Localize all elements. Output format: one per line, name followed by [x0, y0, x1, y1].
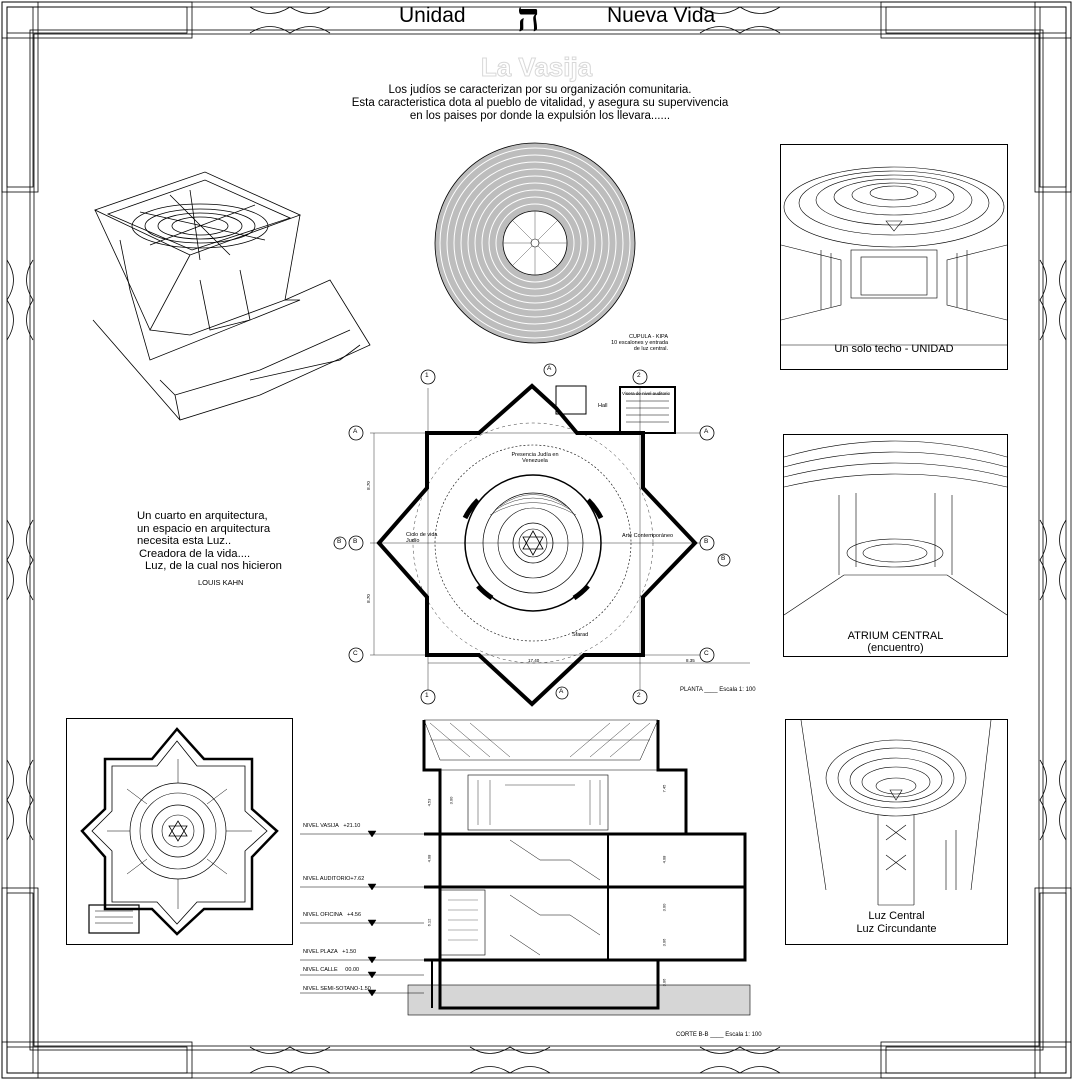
ghost-title: La Vasija	[480, 52, 593, 83]
grid-label-2-bottom: 2	[637, 692, 641, 699]
room-presence: Presencia Judía en Venezuela	[511, 452, 559, 464]
level-vasija: NIVEL VASIJA +21.10	[303, 823, 360, 829]
roof-plan-drawing	[80, 727, 279, 936]
grid-label-1-top: 1	[425, 372, 429, 379]
level-name: NIVEL VASIJA	[303, 823, 339, 829]
dome-caption-line: 10 escalones y entrada	[611, 340, 668, 346]
quote-line: Un cuarto en arquitectura,	[137, 510, 268, 522]
dome-caption-line: CUPULA - KIPA	[628, 334, 668, 340]
section-mark-b-right: B	[721, 555, 726, 562]
level-name: NIVEL SEMI-SOTANO	[303, 986, 359, 992]
dim-section: 7.45	[661, 784, 667, 793]
level-name: NIVEL OFICINA	[303, 912, 343, 918]
grid-label-c-left: C	[353, 650, 358, 657]
level-semisotano: NIVEL SEMI-SOTANO-1.50	[303, 986, 371, 992]
level-name: NIVEL CALLE	[303, 967, 338, 973]
level-value: +21.10	[343, 823, 361, 829]
section-mark-b-left: B	[337, 538, 342, 545]
level-value: -1.50	[358, 986, 371, 992]
header-left-word: Unidad	[399, 4, 466, 27]
level-oficina: NIVEL OFICINA +4.56	[303, 912, 361, 918]
kahn-quote: Un cuarto en arquitectura, un espacio en…	[137, 510, 282, 573]
view-panel-roof: Un solo techo - UNIDAD	[780, 144, 1008, 370]
grid-label-1-bottom: 1	[425, 692, 429, 699]
quote-line: necesita esta Luz..	[137, 535, 232, 547]
grid-label-b-left: B	[353, 538, 358, 545]
level-plaza: NIVEL PLAZA +1.50	[303, 949, 356, 955]
dim-section: 4.08	[426, 854, 432, 863]
atrium-perspective	[784, 440, 1007, 616]
dim-section: 3.00	[448, 796, 454, 805]
intro-paragraph: Los judíos se caracterizan por su organi…	[260, 84, 820, 123]
dim-section: 4.53	[426, 798, 432, 807]
dim-section: 4.08	[661, 855, 667, 864]
room-art: Arte Contemporáneo	[622, 533, 674, 539]
level-value: +4.56	[347, 912, 362, 918]
dim-plan: 8.35	[686, 658, 695, 663]
dim-section: 3.06	[661, 938, 667, 947]
intro-line: en los paises por donde la expulsión los…	[409, 110, 671, 122]
quote-author: LOUIS KAHN	[198, 578, 244, 587]
view-panel-atrium: ATRIUM CENTRAL (encuentro)	[783, 434, 1008, 657]
dim-section: 3.06	[661, 978, 667, 987]
level-name: NIVEL PLAZA	[303, 949, 338, 955]
section-mark-a-top: A	[547, 365, 552, 372]
dim-plan: 17.40	[528, 658, 540, 663]
roof-caption: Un solo techo - UNIDAD	[834, 343, 954, 355]
room-cycle: Ciclo de vida Judío	[406, 532, 438, 544]
atrium-caption-2: (encuentro)	[867, 642, 924, 654]
dome-caption: CUPULA - KIPA 10 escalones y entrada de …	[598, 334, 668, 352]
level-auditorio: NIVEL AUDITORIO+7.62	[303, 876, 364, 882]
light-caption-1: Luz Central	[868, 910, 925, 922]
level-calle: NIVEL CALLE 00.00	[303, 967, 359, 973]
level-value: +7.62	[350, 876, 365, 882]
room-viewpoint: Visera de nivel auditorio	[622, 391, 670, 396]
grid-label-c-right: C	[704, 650, 709, 657]
plan-caption: PLANTA ____ Escala 1: 100	[680, 687, 756, 693]
quote-line: Creadora de la vida....	[139, 547, 251, 560]
dim-section: 3.00	[661, 903, 667, 912]
section-mark-a-bottom: A	[559, 688, 564, 695]
level-name: NIVEL AUDITORIO	[303, 876, 351, 882]
header-right-word: Nueva Vida	[607, 4, 716, 27]
hebrew-letter: ה	[517, 0, 541, 41]
room-sefarad: Sfarad	[572, 632, 589, 638]
light-perspective	[800, 720, 992, 906]
grid-label-a-right: A	[704, 428, 709, 435]
dome-caption-line: de luz central.	[633, 346, 668, 352]
quote-line: Luz, de la cual nos hicieron	[145, 560, 282, 572]
roof-perspective	[781, 166, 1007, 346]
view-panel-roof-plan	[66, 718, 293, 945]
atrium-caption-1: ATRIUM CENTRAL	[847, 630, 944, 642]
grid-label-a-left: A	[353, 428, 358, 435]
view-panel-light: Luz Central Luz Circundante	[785, 719, 1008, 945]
grid-label-b-right: B	[704, 538, 709, 545]
room-hall: Hall	[598, 403, 608, 409]
intro-line: Los judíos se caracterizan por su organi…	[388, 84, 692, 96]
level-value: 00.00	[345, 967, 360, 973]
grid-label-2-top: 2	[637, 372, 641, 379]
quote-line: un espacio en arquitectura	[137, 522, 271, 535]
dim-section: 6.12	[426, 918, 432, 927]
intro-line: Esta caracteristica dota al pueblo de vi…	[351, 97, 729, 109]
section-caption: CORTE B-B ____ Escala 1: 100	[676, 1032, 762, 1038]
light-caption-2: Luz Circundante	[856, 923, 937, 935]
level-value: +1.50	[342, 949, 357, 955]
